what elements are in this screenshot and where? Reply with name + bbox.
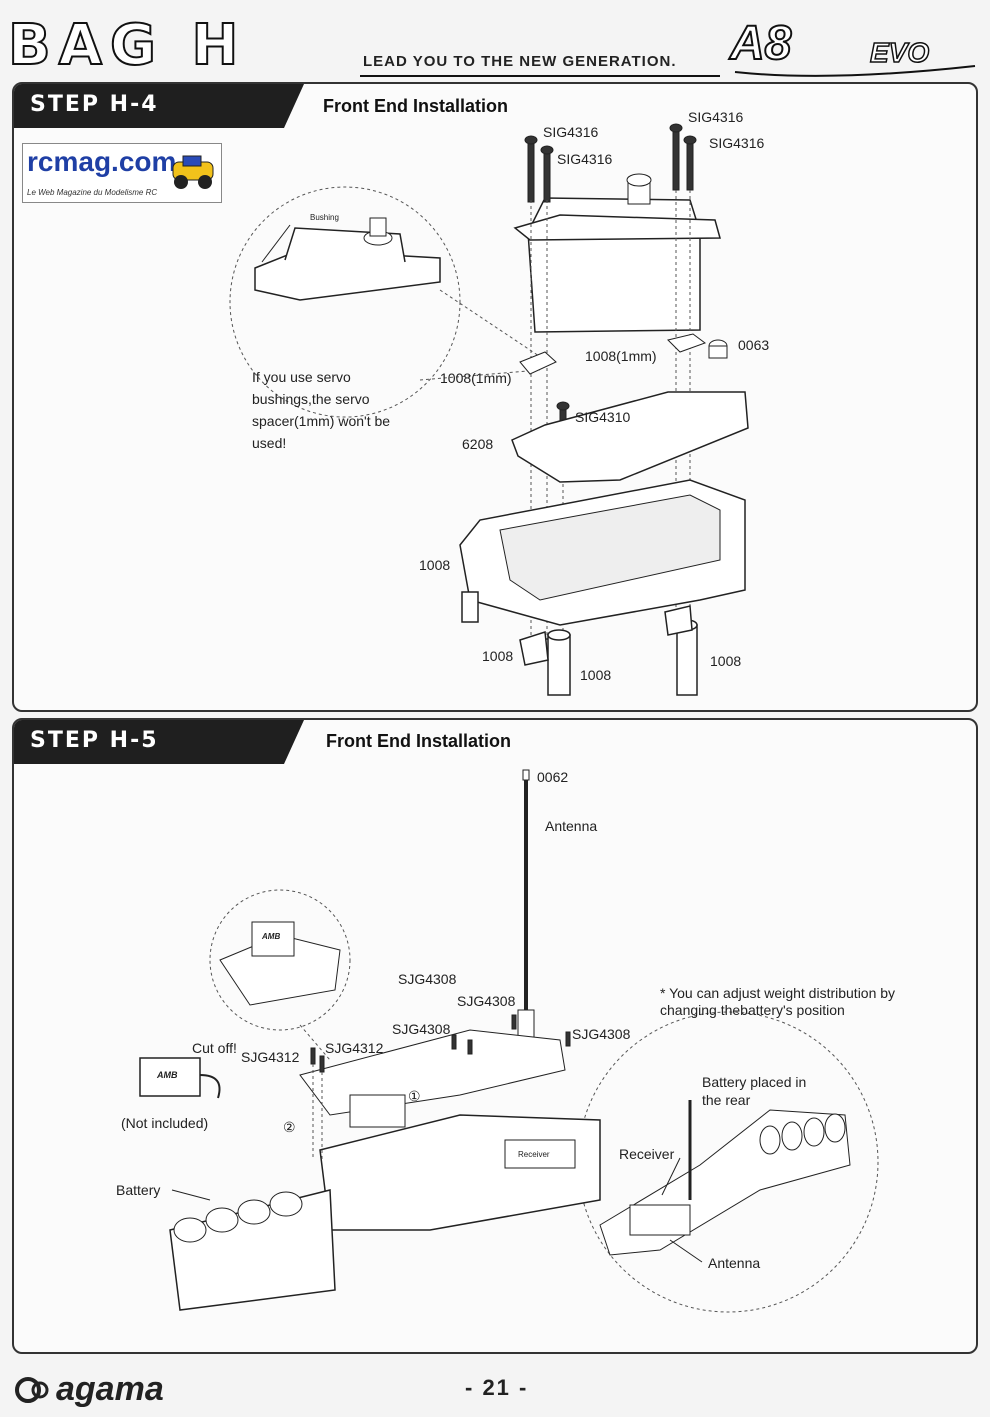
part-label-sig4316-a: SIG4316	[543, 124, 599, 140]
part-label-grommet: 0063	[738, 337, 770, 353]
rcmag-site: rcmag.com	[27, 146, 177, 177]
part-label-sig4316-d: SIG4316	[709, 135, 765, 151]
amb-transponder-logo: AMB	[157, 1070, 178, 1080]
part-label-post-left: 1008	[482, 648, 514, 664]
part-label-plate: 6208	[462, 436, 494, 452]
part-label-sjg4312-1: SJG4312	[241, 1049, 300, 1065]
step-h5-band: STEP H-5	[14, 720, 304, 764]
step-marker-1: ①	[408, 1088, 421, 1104]
amb-zoom-logo: AMB	[262, 932, 281, 941]
step-h4-title: Front End Installation	[323, 96, 508, 116]
part-label-sjg4308-1: SJG4308	[398, 971, 457, 987]
agama-logo-icon	[15, 1377, 49, 1403]
part-label-sjg4308-2: SJG4308	[457, 993, 516, 1009]
part-label-sig4310: SIG4310	[575, 409, 631, 425]
bushing-label: Bushing	[310, 213, 339, 222]
page-number: - 21 -	[465, 1375, 529, 1400]
cut-off-label: Cut off!	[192, 1040, 237, 1056]
part-label-sig4316-c: SIG4316	[688, 109, 744, 125]
battery-label: Battery	[116, 1182, 161, 1198]
zoom-receiver-label: Receiver	[619, 1146, 675, 1162]
receiver-box-label: Receiver	[518, 1150, 550, 1159]
part-label-spacer-left: 1008(1mm)	[440, 370, 512, 386]
bushing-note: If you use servo bushings,the servo spac…	[252, 369, 391, 451]
weight-distribution-note: * You can adjust weight distribution by …	[660, 985, 896, 1018]
rc-car-icon	[172, 155, 214, 189]
part-label-spacer-right: 1008(1mm)	[585, 348, 657, 364]
part-label-sjg4308-4: SJG4308	[572, 1026, 631, 1042]
zoom-antenna-label: Antenna	[708, 1255, 761, 1271]
step-h5-label: STEP H-5	[30, 728, 159, 753]
part-label-sig4316-b: SIG4316	[557, 151, 613, 167]
step-h4-diagram	[229, 123, 749, 696]
brand-logo-sub: EVO	[869, 37, 930, 69]
part-label-tray: 1008	[419, 557, 451, 573]
bag-title: BAG H	[7, 13, 247, 78]
part-label-post-mid: 1008	[580, 667, 612, 683]
brand-logo-main: A8	[729, 17, 792, 71]
step-h4-label: STEP H-4	[30, 92, 159, 117]
part-label-antenna: Antenna	[545, 818, 598, 834]
rcmag-tagline: Le Web Magazine du Modelisme RC	[27, 188, 158, 197]
brand-swoosh-icon	[360, 65, 976, 77]
rcmag-watermark: rcmag.com Le Web Magazine du Modelisme R…	[22, 143, 222, 203]
part-label-sjg4312-2: SJG4312	[325, 1040, 384, 1056]
step-h4-band: STEP H-4	[14, 84, 304, 128]
step-h5-title: Front End Installation	[326, 731, 511, 751]
battery-rear-label: Battery placed in the rear	[702, 1074, 807, 1108]
part-label-sjg4308-3: SJG4308	[392, 1021, 451, 1037]
part-label-antenna-cap: 0062	[537, 769, 569, 785]
part-label-post-right: 1008	[710, 653, 742, 669]
footer-brand: agama	[56, 1370, 164, 1408]
step-marker-2: ②	[283, 1119, 296, 1135]
slogan: LEAD YOU TO THE NEW GENERATION.	[363, 53, 677, 70]
not-included-label: (Not included)	[121, 1115, 209, 1131]
